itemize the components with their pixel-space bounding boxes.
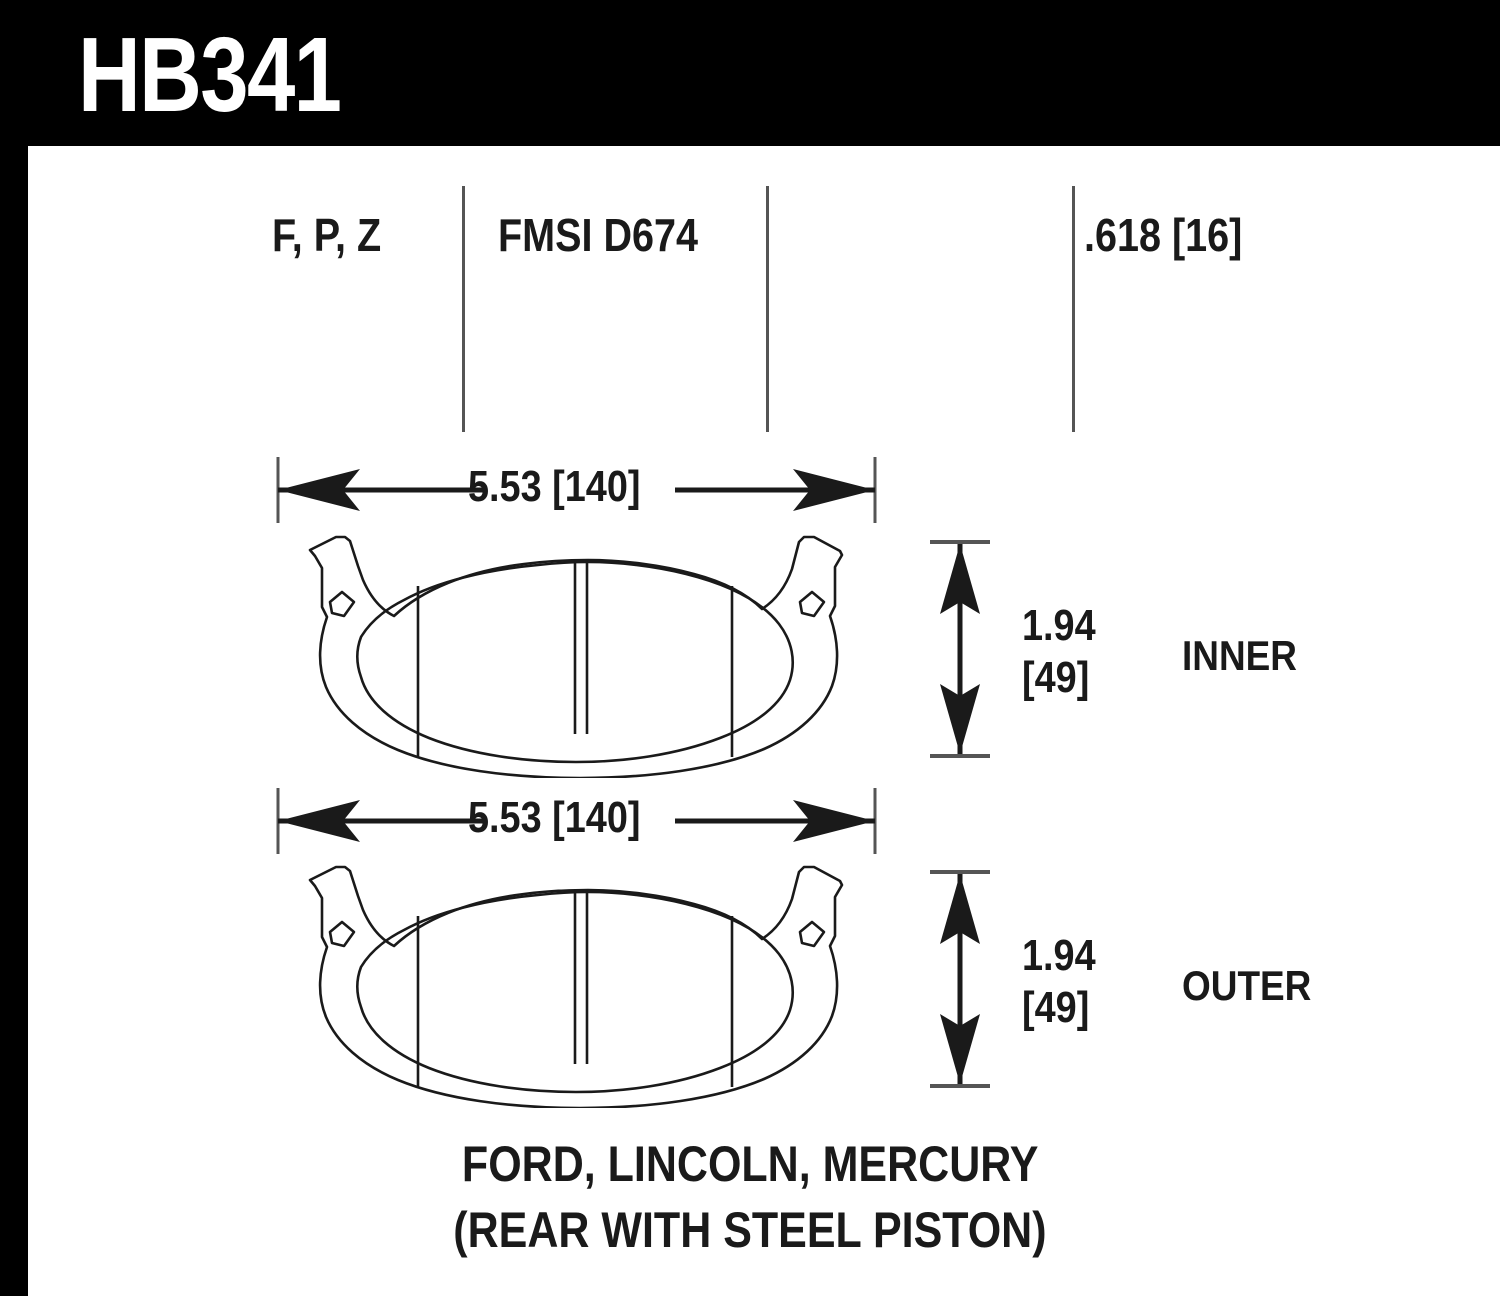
vehicle-caption-line1: FORD, LINCOLN, MERCURY (0, 1134, 1500, 1194)
inner-height-mm: [49] (1022, 653, 1090, 702)
outer-width-label: 5.53 [140] (468, 793, 641, 842)
inner-brake-pad-shape (308, 535, 844, 778)
spec-divider-1 (462, 186, 465, 432)
spec-divider-2 (766, 186, 769, 432)
caption-line1-text: FORD, LINCOLN, MERCURY (461, 1136, 1039, 1192)
outer-position-label: OUTER (1182, 962, 1312, 1009)
inner-height-label: 1.94 [49] (1022, 600, 1096, 704)
outer-width-dimension-arrow (276, 788, 877, 854)
thickness-dim: .618 [16] (1084, 209, 1243, 261)
header-bar (0, 0, 1500, 146)
inner-height-inches: 1.94 (1022, 601, 1096, 650)
caption-line2-text: (REAR WITH STEEL PISTON) (453, 1202, 1047, 1258)
compound-codes: F, P, Z (272, 209, 382, 261)
left-frame-bar (0, 0, 28, 1296)
inner-height-dimension-arrow (930, 540, 990, 758)
fmsi-code: FMSI D674 (498, 209, 699, 261)
outer-height-dimension-arrow (930, 870, 990, 1088)
spec-divider-3 (1072, 186, 1075, 432)
vehicle-caption-line2: (REAR WITH STEEL PISTON) (0, 1200, 1500, 1260)
inner-width-label: 5.53 [140] (468, 462, 641, 511)
outer-height-mm: [49] (1022, 983, 1090, 1032)
outer-brake-pad-shape (308, 865, 844, 1108)
spec-row: F, P, Z FMSI D674 .618 [16] (28, 186, 1500, 436)
inner-position-label: INNER (1182, 632, 1298, 679)
outer-height-inches: 1.94 (1022, 931, 1096, 980)
outer-height-label: 1.94 [49] (1022, 930, 1096, 1034)
part-number-title: HB341 (78, 16, 342, 134)
inner-width-dimension-arrow (276, 457, 877, 523)
